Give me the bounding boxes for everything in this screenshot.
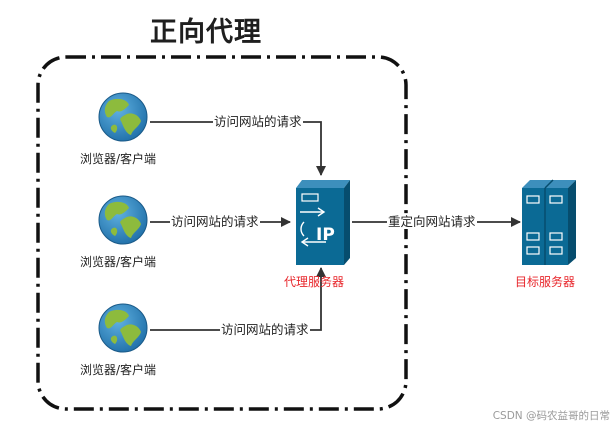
edge-label-client3: 访问网站的请求 — [220, 322, 310, 337]
edge-label-client1: 访问网站的请求 — [213, 114, 303, 129]
forward-proxy-boundary — [36, 55, 408, 411]
edge-label-client2: 访问网站的请求 — [170, 214, 260, 229]
arrow-client3-to-proxy — [150, 267, 326, 331]
client-label: 浏览器/客户端 — [80, 363, 157, 377]
proxy-server-label: 代理服务器 — [284, 275, 345, 289]
arrow-client1-to-proxy — [150, 121, 326, 176]
watermark: CSDN @码农益哥的日常 — [492, 410, 610, 422]
proxy-ip-badge: IP — [316, 225, 335, 245]
target-server-icon — [522, 179, 576, 265]
globe-icon — [98, 195, 148, 245]
globe-icon — [98, 92, 148, 142]
edge-label-proxy-to-target: 重定向网站请求 — [387, 214, 477, 229]
proxy-server-icon: IP — [296, 180, 350, 265]
target-server-label: 目标服务器 — [515, 275, 576, 289]
page-title: 正向代理 — [150, 17, 262, 48]
client-label: 浏览器/客户端 — [80, 152, 157, 166]
client-label: 浏览器/客户端 — [80, 255, 157, 269]
globe-icon — [98, 303, 148, 353]
